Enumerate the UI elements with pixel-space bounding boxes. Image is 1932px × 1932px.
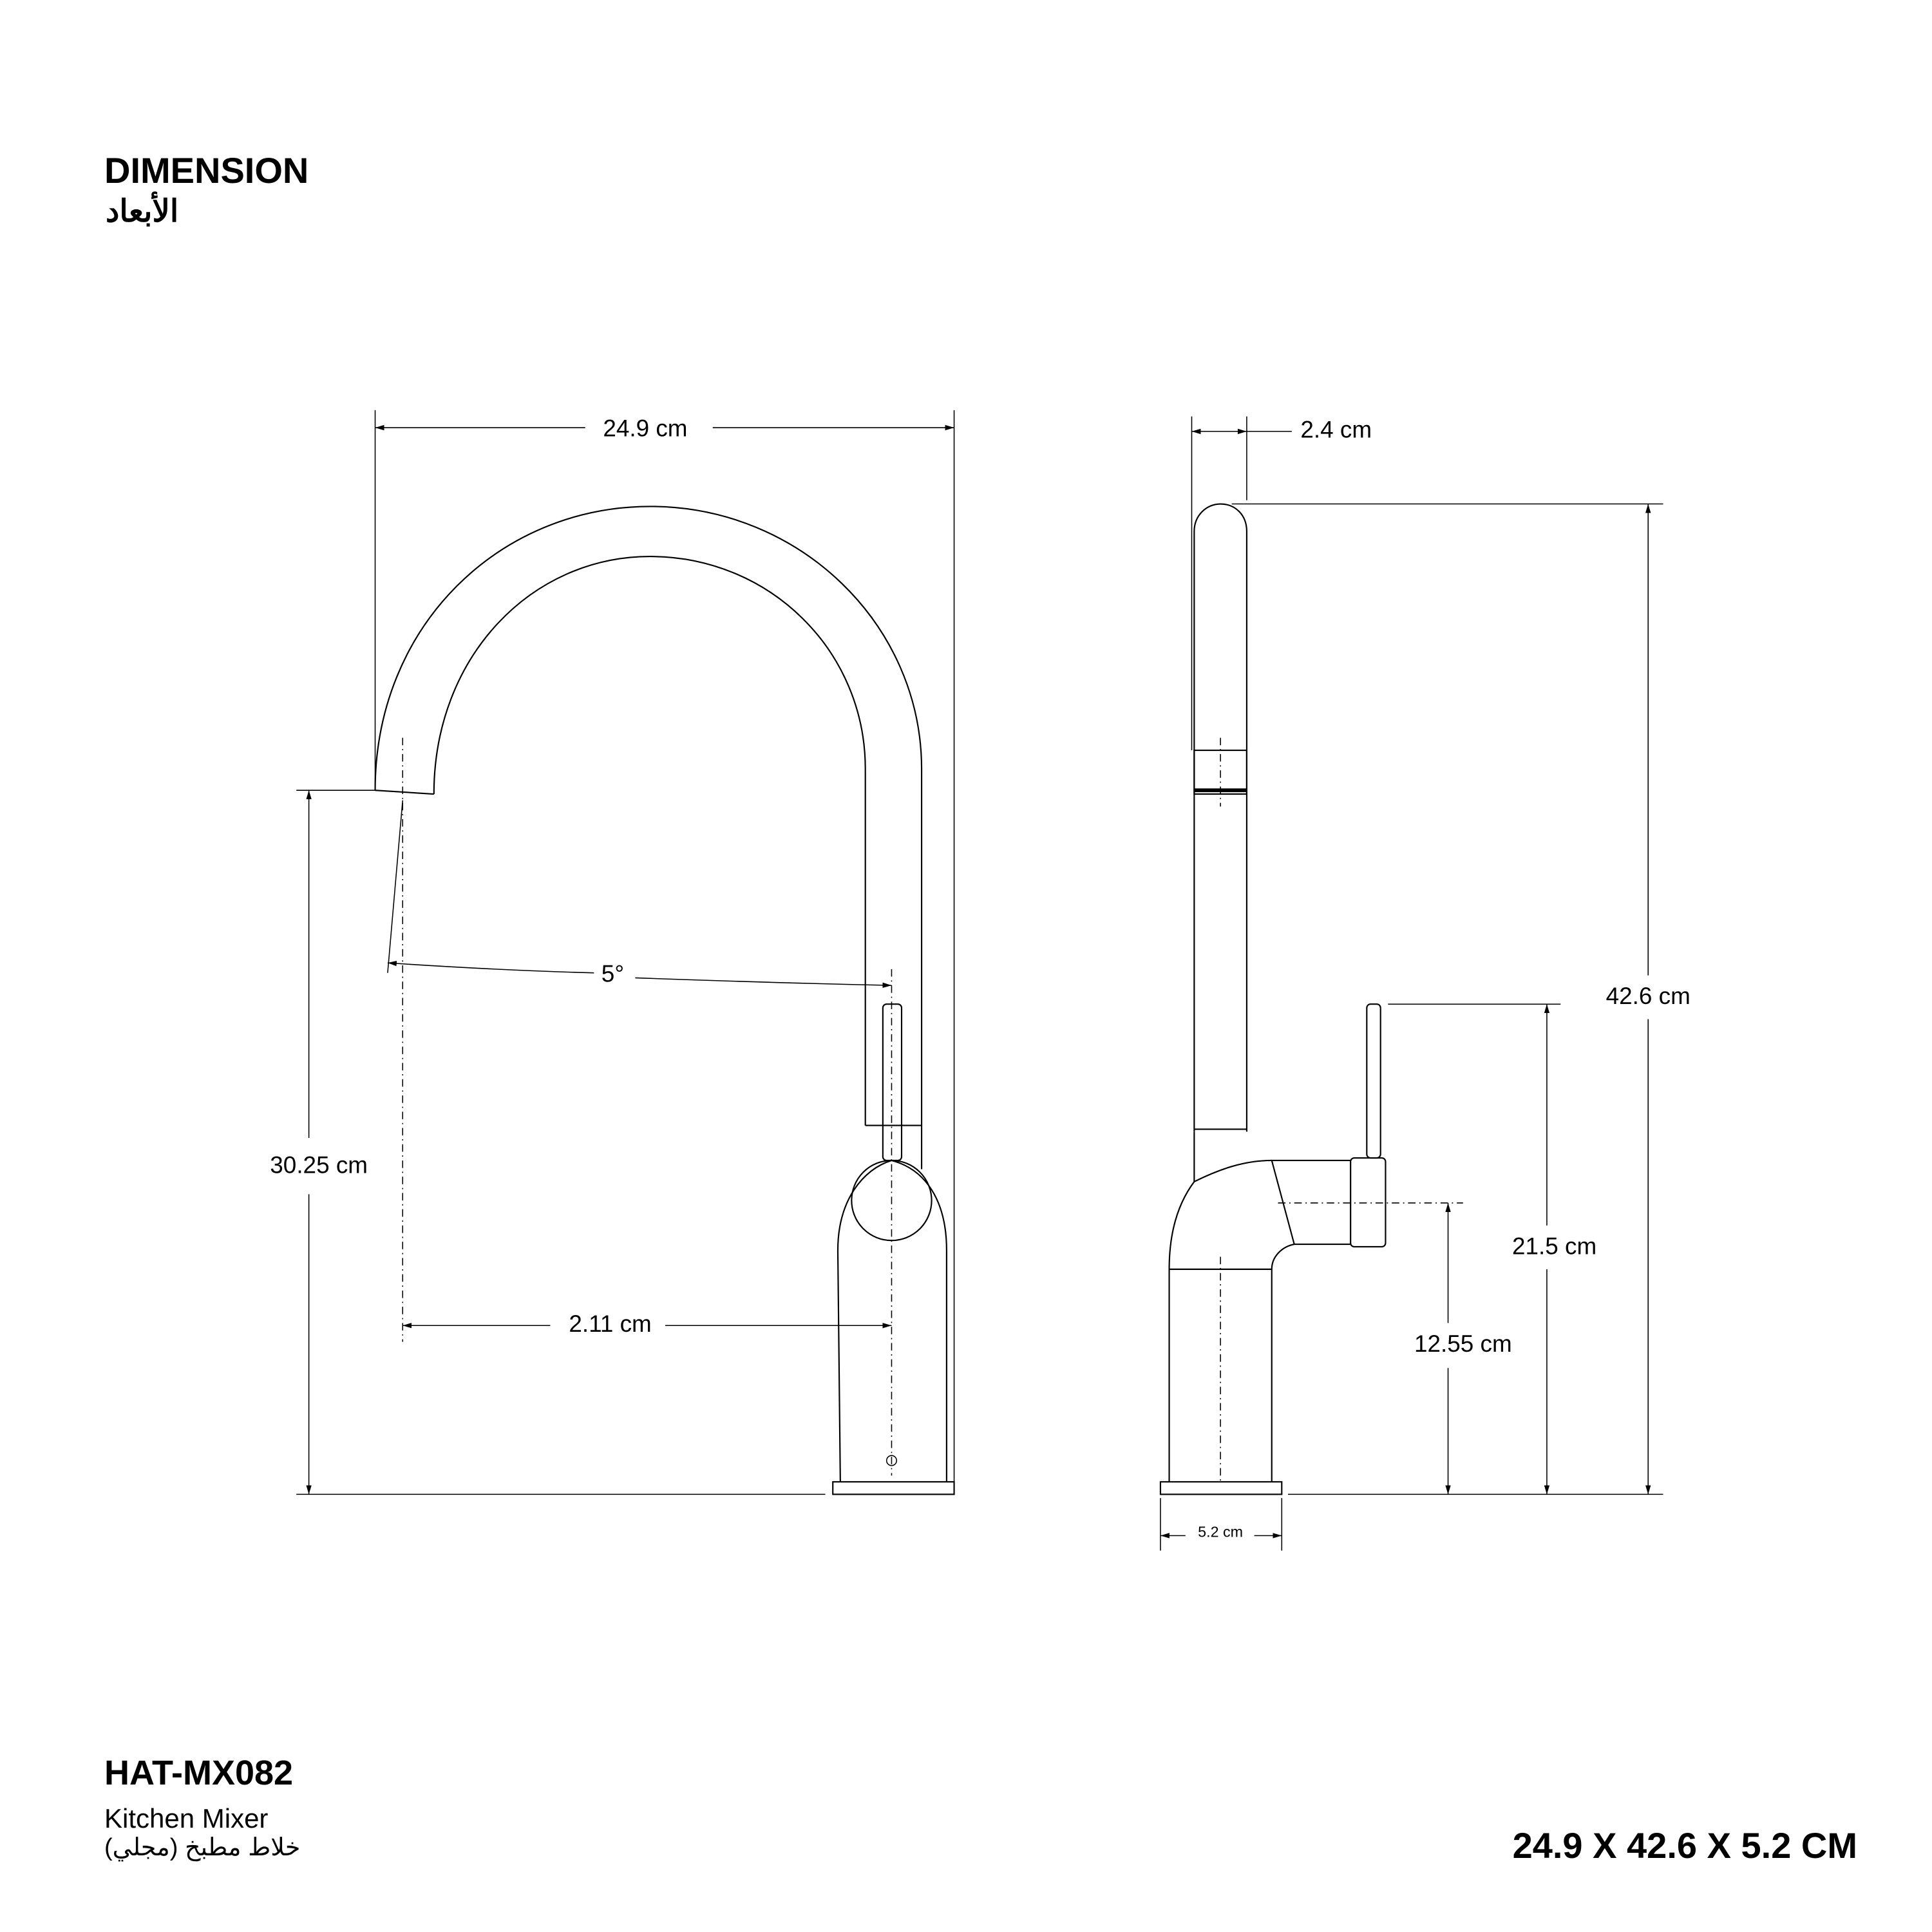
- handle-height-label: 21.5 cm: [1512, 1233, 1596, 1260]
- spout-tip: [375, 790, 434, 795]
- lever: [882, 1003, 903, 1162]
- side-body: [1168, 1132, 1294, 1482]
- page-title: DIMENSION: [104, 150, 309, 191]
- overall-dimensions: 24.9 X 42.6 X 5.2 CM: [1512, 1825, 1857, 1866]
- spout-height-label: 30.25 cm: [270, 1151, 368, 1178]
- total-height-label: 42.6 cm: [1606, 983, 1690, 1009]
- tube-width-label: 2.4 cm: [1300, 417, 1372, 443]
- reach-label: 2.11 cm: [569, 1311, 651, 1337]
- side-base: [1159, 1481, 1283, 1495]
- aerator-mark: [886, 1455, 898, 1466]
- spout-inner: [433, 556, 866, 1126]
- side-view: 2.4 cm 42.6 cm 21.5 cm 12.55 cm 5.2 cm: [1159, 416, 1690, 1551]
- spout-outer: [374, 506, 923, 1170]
- hub-height-label: 12.55 cm: [1414, 1331, 1512, 1357]
- product-name-arabic: خلاط مطبخ (مجلي): [104, 1834, 301, 1861]
- angle-label: 5°: [601, 960, 624, 987]
- spout-tube: [1193, 503, 1247, 1132]
- cartridge: [1271, 1159, 1352, 1245]
- width-label: 24.9 cm: [603, 415, 687, 442]
- page-title-arabic: الأبعاد: [106, 194, 179, 229]
- cartridge-cap: [1350, 1157, 1387, 1247]
- side-lever: [1366, 1003, 1381, 1159]
- base: [832, 1481, 955, 1495]
- base-width-label: 5.2 cm: [1198, 1524, 1243, 1540]
- product-name: Kitchen Mixer: [104, 1803, 269, 1833]
- product-code: HAT-MX082: [104, 1754, 294, 1792]
- front-view: 24.9 cm 30.25 cm 5° 2.11 cm: [270, 410, 955, 1495]
